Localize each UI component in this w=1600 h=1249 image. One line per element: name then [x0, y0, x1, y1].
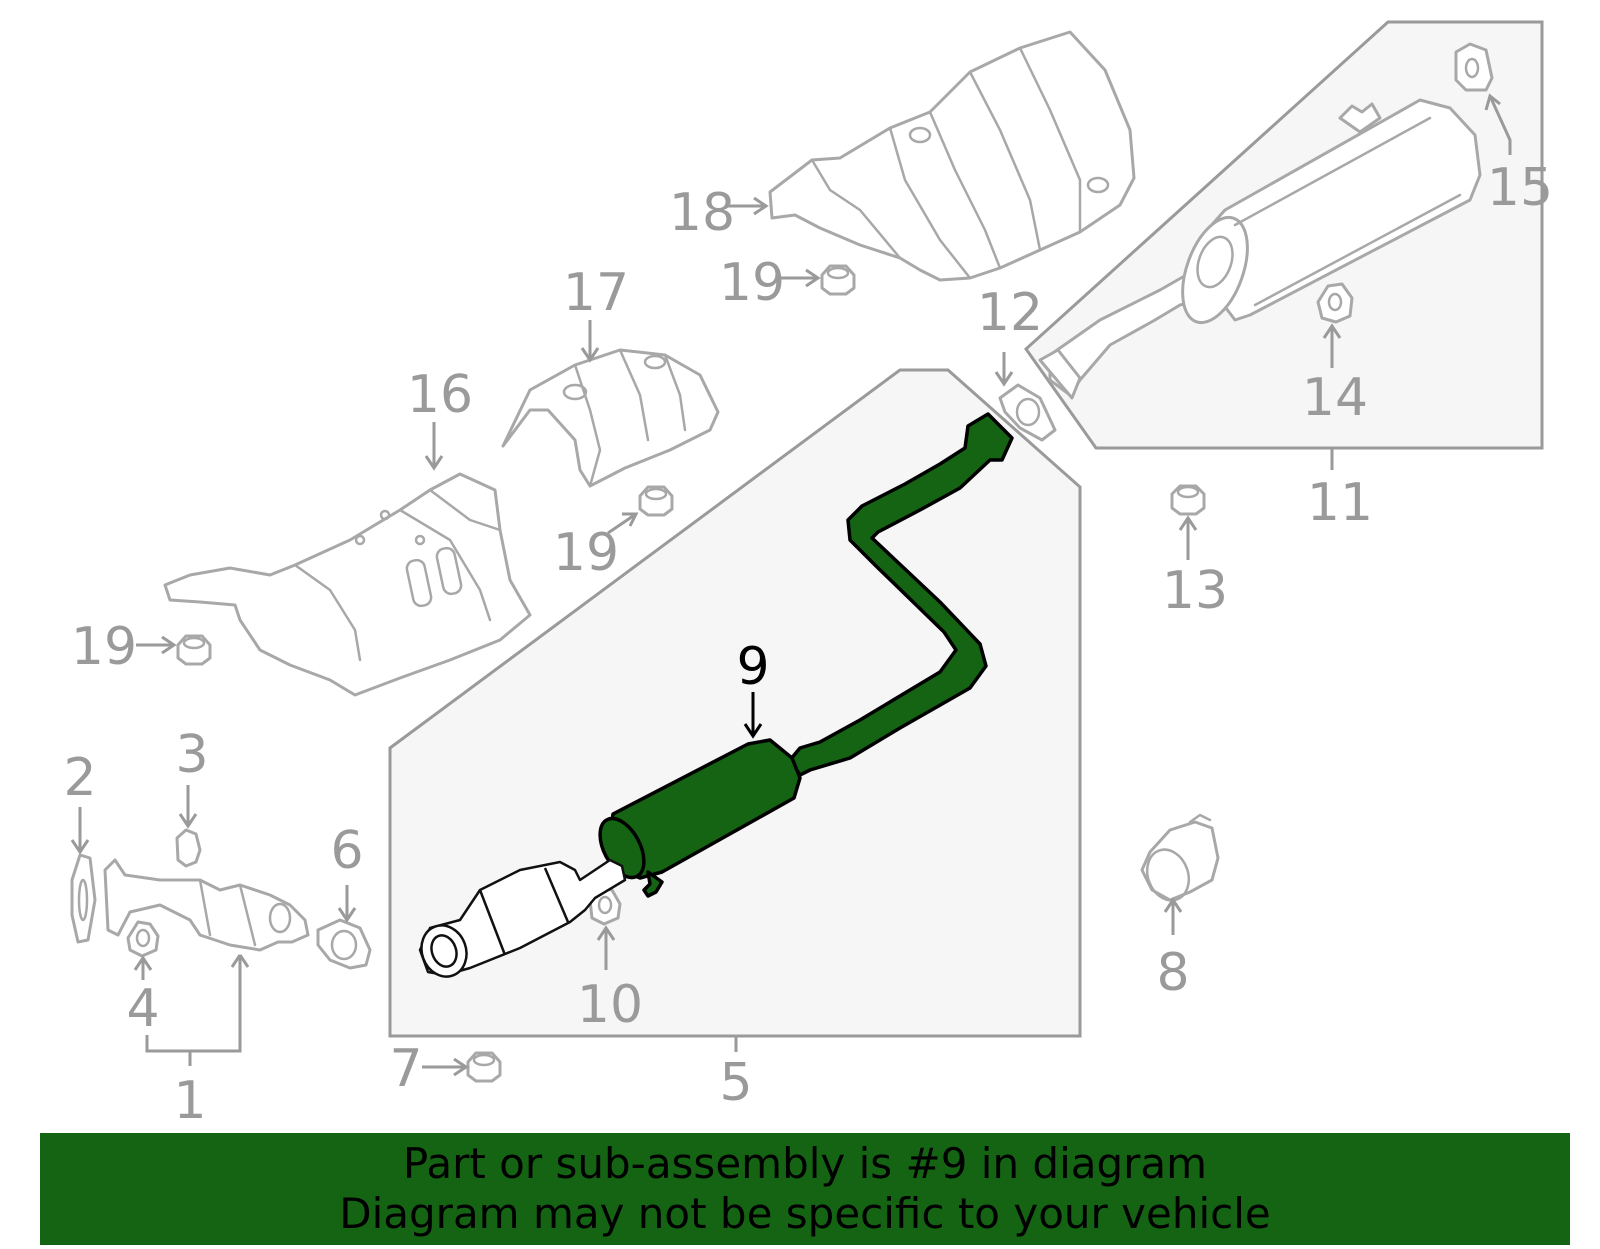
part-19-nut-a[interactable] — [820, 264, 856, 296]
callout-15[interactable]: 15 — [1487, 158, 1553, 218]
part-13-nut[interactable] — [1170, 484, 1206, 516]
callout-18[interactable]: 18 — [669, 183, 735, 243]
callout-19-b[interactable]: 19 — [553, 523, 619, 583]
callout-9[interactable]: 9 — [736, 637, 769, 697]
callout-19-c[interactable]: 19 — [71, 617, 137, 677]
part-2-gasket[interactable] — [70, 853, 97, 944]
part-17-heat-shield[interactable] — [501, 348, 720, 488]
part-6-gasket[interactable] — [316, 918, 372, 970]
part-15-hanger[interactable] — [1454, 42, 1494, 92]
callout-2[interactable]: 2 — [63, 748, 96, 808]
callout-4[interactable]: 4 — [126, 979, 159, 1039]
callout-labels: 1 2 3 4 5 6 7 8 9 10 11 12 13 14 15 16 1… — [63, 158, 1553, 1131]
part-16-heat-shield[interactable] — [163, 472, 532, 697]
callout-10[interactable]: 10 — [577, 975, 643, 1035]
part-12-gasket[interactable] — [998, 383, 1057, 442]
part-1-front-pipe[interactable] — [103, 858, 310, 952]
callout-12[interactable]: 12 — [977, 283, 1043, 343]
part-14-hanger[interactable] — [1316, 282, 1354, 324]
banner-part-line: Part or sub-assembly is #9 in diagram — [402, 1139, 1208, 1188]
part-8-clamp[interactable] — [1140, 813, 1220, 906]
callout-14[interactable]: 14 — [1302, 368, 1368, 428]
callout-19-a[interactable]: 19 — [719, 253, 785, 313]
callout-1[interactable]: 1 — [173, 1071, 206, 1131]
part-9-center-pipe-highlighted[interactable] — [414, 412, 1014, 983]
callout-5[interactable]: 5 — [719, 1053, 752, 1113]
banner-disclaimer-line: Diagram may not be specific to your vehi… — [339, 1189, 1271, 1238]
callout-3[interactable]: 3 — [175, 725, 208, 785]
callout-11[interactable]: 11 — [1307, 473, 1373, 533]
callout-13[interactable]: 13 — [1162, 561, 1228, 621]
part-7-nut[interactable] — [466, 1051, 502, 1083]
part-19-nut-b[interactable] — [638, 485, 674, 517]
part-4-hanger[interactable] — [126, 920, 160, 958]
part-19-nut-c[interactable] — [176, 634, 212, 666]
part-11-rear-muffler[interactable] — [1038, 98, 1482, 400]
callout-6[interactable]: 6 — [330, 821, 363, 881]
callout-16[interactable]: 16 — [407, 365, 473, 425]
callout-17[interactable]: 17 — [563, 263, 629, 323]
part-18-heat-shield[interactable] — [768, 30, 1136, 282]
leader-lines — [70, 93, 1512, 1077]
info-banner: Part or sub-assembly is #9 in diagram Di… — [40, 1133, 1570, 1245]
part-3-nut[interactable] — [175, 828, 202, 868]
callout-8[interactable]: 8 — [1156, 943, 1189, 1003]
callout-7[interactable]: 7 — [389, 1039, 422, 1099]
